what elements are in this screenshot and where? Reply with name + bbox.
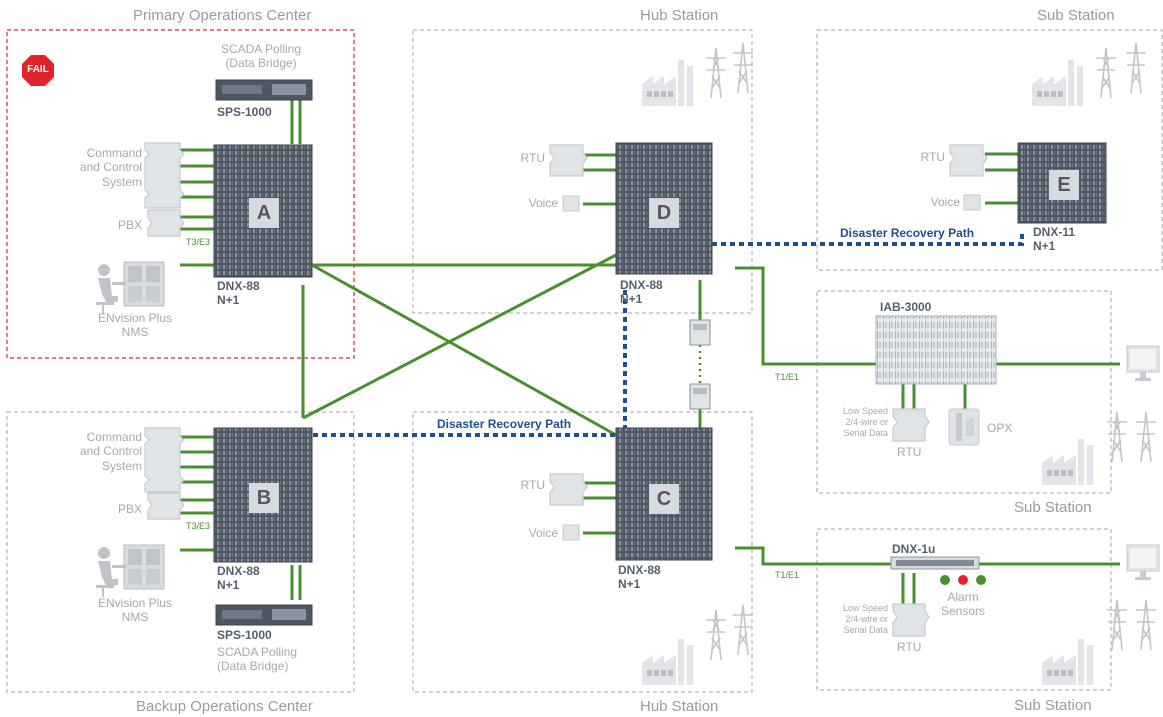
sub-bottom-rtu-label: RTU [897, 640, 922, 654]
primary-pbx-label: PBX [117, 218, 142, 232]
primary-dnx-line1: DNX-88 [217, 279, 260, 293]
alarm-line2: Sensors [940, 604, 986, 619]
sub-bottom-t1e1-label: T1/E1 [775, 570, 800, 580]
primary-command-line3: System [101, 174, 142, 189]
backup-dnx-line1: DNX-88 [217, 564, 260, 578]
primary-command-line1: Command [86, 146, 142, 160]
primary-t3e3-label: T3/E3 [186, 237, 211, 247]
sub-mid-t1e1-label: T1/E1 [775, 372, 800, 382]
primary-nms-line1: ENvision Plus [97, 311, 173, 325]
backup-scada-label: SCADA Polling (Data Bridge) [217, 645, 297, 674]
hub-top-voice-label: Voice [528, 196, 558, 210]
sub-top-rtu-label: RTU [920, 150, 945, 164]
sub-top-voice-label: Voice [930, 195, 960, 209]
sub-bottom-low-speed-label: Low Speed 2/4-wire or Serial Data [826, 603, 888, 635]
hub-top-dnx-label: DNX-88 N+1 [620, 278, 663, 307]
primary-command-label: Command and Control System [62, 146, 142, 189]
node-b-letter: B [249, 483, 279, 513]
backup-command-line1: Command [86, 430, 142, 444]
node-e-letter: E [1049, 170, 1079, 200]
sub-bottom-low-line1: Low Speed [842, 603, 888, 613]
hub-bottom-dnx-label: DNX-88 N+1 [618, 563, 661, 592]
iab-label: IAB-3000 [880, 300, 932, 314]
region-title-primary-ops: Primary Operations Center [133, 7, 312, 24]
sub-top-dnx-line1: DNX-11 [1033, 225, 1076, 239]
backup-t3e3-label: T3/E3 [186, 521, 211, 531]
sub-mid-rtu-label: RTU [897, 445, 922, 459]
primary-sps-label: SPS-1000 [217, 105, 272, 119]
region-title-backup-ops: Backup Operations Center [136, 698, 313, 715]
sub-bottom-low-line3: Serial Data [843, 624, 888, 635]
sub-mid-low-speed-label: Low Speed 2/4-wire or Serial Data [826, 406, 888, 438]
hub-top-dnx-line1: DNX-88 [620, 278, 663, 292]
backup-nms-label: ENvision Plus NMS [75, 596, 195, 625]
backup-scada-line2: (Data Bridge) [217, 659, 289, 674]
backup-dnx-label: DNX-88 N+1 [217, 564, 260, 593]
hub-bottom-voice-label: Voice [528, 526, 558, 540]
primary-nms-line2: NMS [121, 325, 149, 340]
backup-scada-line1: SCADA Polling [217, 645, 298, 659]
primary-dnx-label: DNX-88 N+1 [217, 279, 260, 308]
opx-label: OPX [987, 421, 1013, 435]
hub-top-dnx-line2: N+1 [620, 292, 643, 307]
node-d-letter: D [649, 198, 679, 228]
backup-pbx-label: PBX [117, 502, 142, 516]
primary-scada-line1: SCADA Polling [220, 42, 302, 56]
alarm-sensors-label: Alarm Sensors [935, 590, 991, 619]
sub-top-dnx-label: DNX-11 N+1 [1033, 225, 1075, 254]
sub-mid-low-line1: Low Speed [842, 406, 888, 416]
backup-dnx-line2: N+1 [217, 578, 240, 593]
backup-nms-line1: ENvision Plus [97, 596, 173, 610]
region-title-hub-bottom: Hub Station [640, 698, 719, 715]
backup-command-label: Command and Control System [62, 430, 142, 473]
sub-top-dnx-line2: N+1 [1033, 239, 1056, 254]
hub-bottom-dnx-line1: DNX-88 [618, 563, 661, 577]
backup-nms-line2: NMS [121, 610, 149, 625]
primary-scada-label: SCADA Polling (Data Bridge) [205, 42, 317, 71]
disaster-recovery-label-top: Disaster Recovery Path [840, 226, 975, 240]
region-title-sub-mid: Sub Station [1014, 499, 1092, 516]
region-title-hub-top: Hub Station [640, 7, 719, 24]
primary-dnx-line2: N+1 [217, 293, 240, 308]
hub-top-rtu-label: RTU [520, 151, 545, 165]
backup-command-line3: System [101, 458, 142, 473]
region-title-sub-bottom: Sub Station [1014, 697, 1092, 714]
sub-mid-low-line2: 2/4-wire or [845, 416, 888, 427]
node-c-letter: C [649, 484, 679, 514]
region-title-sub-top: Sub Station [1037, 7, 1115, 24]
fail-badge: FAIL [27, 64, 49, 75]
alarm-line1: Alarm [947, 590, 979, 604]
hub-bottom-dnx-line2: N+1 [618, 577, 641, 592]
sub-mid-low-line3: Serial Data [843, 427, 888, 438]
sub-bottom-low-line2: 2/4-wire or [845, 613, 888, 624]
dnx1u-label: DNX-1u [892, 542, 936, 556]
primary-command-line2: and Control [79, 160, 142, 175]
primary-nms-label: ENvision Plus NMS [75, 311, 195, 340]
backup-command-line2: and Control [79, 444, 142, 459]
primary-scada-line2: (Data Bridge) [225, 56, 297, 71]
backup-sps-label: SPS-1000 [217, 628, 272, 642]
disaster-recovery-label-mid: Disaster Recovery Path [437, 417, 572, 431]
node-a-letter: A [249, 198, 279, 228]
hub-bottom-rtu-label: RTU [520, 478, 545, 492]
